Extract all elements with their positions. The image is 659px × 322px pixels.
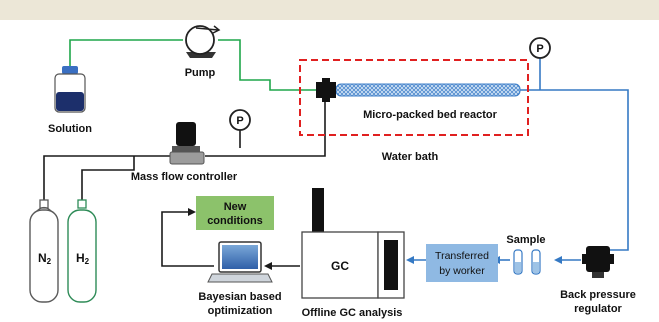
pressure-gauge-icon — [529, 37, 551, 59]
mass-flow-controller-icon — [169, 122, 205, 165]
sample-vial-icon — [513, 249, 523, 275]
water-bath-label: Water bath — [382, 151, 439, 163]
water-bath-box — [299, 59, 529, 136]
bpr-label-2: regulator — [574, 303, 622, 315]
gauge-label-top: P — [536, 43, 543, 55]
gc-instrument — [301, 188, 405, 299]
sample-label: Sample — [506, 234, 545, 246]
solution-feed-line — [69, 39, 316, 91]
reactor-label: Micro-packed bed reactor — [363, 109, 498, 121]
solution-label: Solution — [48, 123, 92, 135]
mfc-label: Mass flow controller — [131, 171, 238, 183]
bpr-label-1: Back pressure — [560, 289, 636, 301]
pump-icon — [185, 25, 221, 58]
back-pressure-regulator-icon — [582, 246, 614, 278]
gauge-label-mfc: P — [236, 115, 243, 127]
new-conditions-box — [196, 196, 274, 230]
transferred-label-1: Transferred — [435, 250, 489, 262]
pump-label: Pump — [185, 67, 216, 79]
sample-vial-icon — [531, 249, 541, 275]
micro-packed-bed-reactor — [335, 83, 521, 97]
feedback-loop-arrow — [161, 208, 214, 267]
gas-feed-line — [43, 100, 326, 200]
n2-cylinder-icon — [29, 199, 59, 303]
solution-bottle-icon — [54, 66, 86, 113]
mixer-inlet-icon — [316, 78, 336, 102]
new-conditions-label-1: New — [224, 201, 247, 213]
gc-label: GC — [331, 259, 349, 273]
top-band — [0, 0, 659, 20]
new-conditions-label-2: conditions — [207, 215, 263, 227]
transferred-label-2: by worker — [439, 265, 485, 277]
bayes-label-2: optimization — [208, 305, 273, 317]
h2-cylinder-icon — [67, 199, 97, 303]
n2-label: N2 — [38, 251, 52, 266]
pressure-gauge-icon — [229, 109, 251, 131]
transferred-by-worker-box — [426, 244, 498, 282]
laptop-icon — [207, 241, 273, 283]
offline-gc-label: Offline GC analysis — [302, 307, 403, 319]
h2-label: H2 — [76, 251, 90, 266]
bayes-label-1: Bayesian based — [198, 291, 281, 303]
